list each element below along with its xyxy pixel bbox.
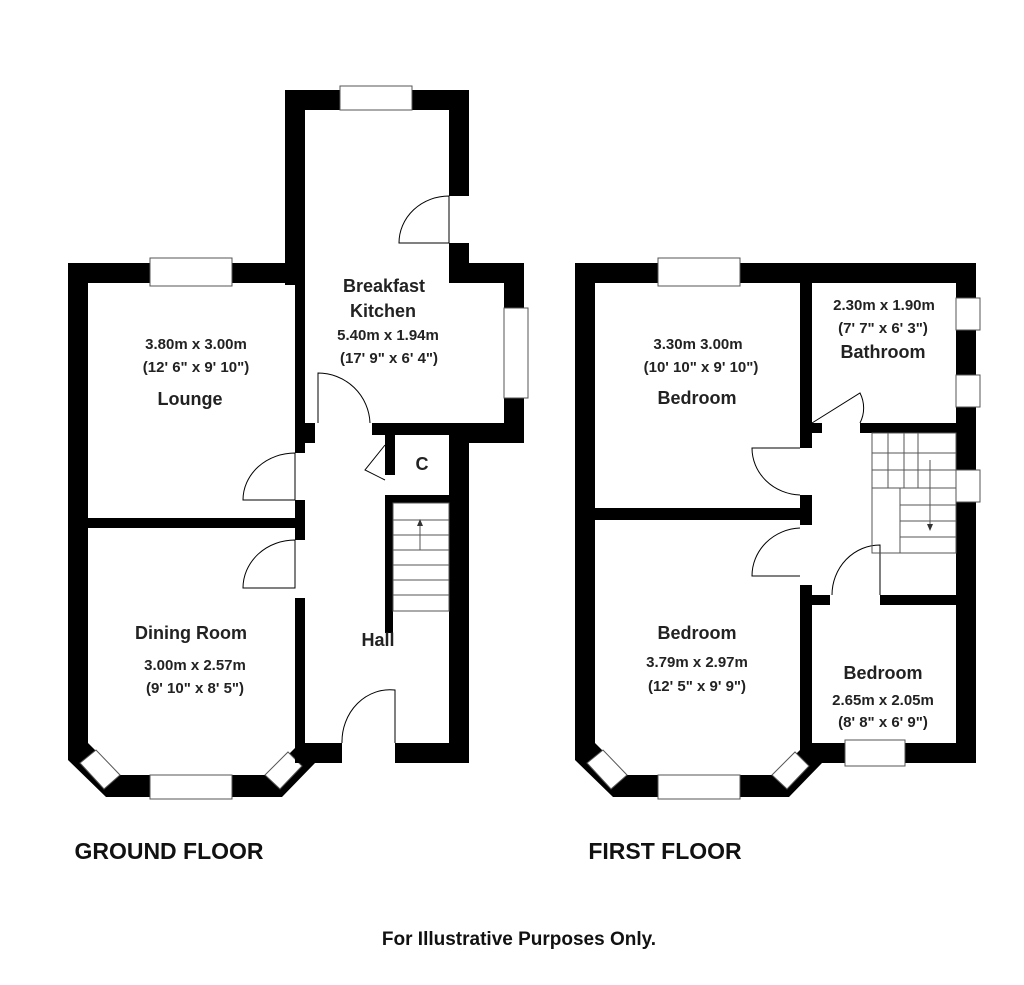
bedroom3-size-ft: (8' 8" x 6' 9") [838, 714, 928, 731]
ground-stairs [392, 502, 450, 612]
first-floor-title: FIRST FLOOR [588, 838, 742, 864]
bathroom-size-m: 2.30m x 1.90m [833, 297, 935, 314]
kitchen-size-ft: (17' 9" x 6' 4") [340, 350, 438, 367]
dining-size-ft: (9' 10" x 8' 5") [146, 680, 244, 697]
dining-name: Dining Room [135, 623, 247, 643]
front-door [341, 689, 396, 744]
wall [385, 495, 449, 503]
bedroom1-window [657, 257, 741, 287]
lounge-french-doors [149, 257, 233, 287]
bedroom2-size-m: 3.79m x 2.97m [646, 654, 748, 671]
bedroom3-door [831, 544, 881, 596]
bay-wall [575, 743, 822, 797]
lounge-door [242, 452, 296, 501]
wall [285, 90, 305, 285]
kitchen-name-line1: Breakfast [343, 276, 425, 296]
kitchen-size-m: 5.40m x 1.94m [337, 327, 439, 344]
wall [385, 503, 393, 633]
lounge-size-m: 3.80m x 3.00m [145, 336, 247, 353]
disclaimer-note: For Illustrative Purposes Only. [382, 929, 656, 950]
wall [860, 423, 956, 433]
wall [800, 283, 812, 448]
bedroom3-name: Bedroom [843, 663, 922, 683]
wall [295, 500, 305, 540]
lounge-name: Lounge [158, 389, 223, 409]
bedroom2-door [751, 527, 801, 577]
landing-window [955, 469, 981, 503]
wall [575, 263, 595, 753]
kitchen-window-side [503, 307, 529, 399]
bathroom-name: Bathroom [841, 342, 926, 362]
bathroom-door [811, 392, 865, 424]
bedroom2-size-ft: (12' 5" x 9' 9") [648, 678, 746, 695]
wall [956, 263, 976, 763]
bedroom1-size-ft: (10' 10" x 9' 10") [644, 359, 759, 376]
kitchen-door [317, 372, 371, 424]
wall [295, 598, 305, 763]
hall-name: Hall [361, 630, 394, 650]
wall [595, 508, 805, 520]
first-floor-plan [575, 257, 981, 800]
cupboard-name: C [416, 454, 429, 474]
wall [449, 90, 469, 196]
dining-bay-window-front [149, 774, 233, 800]
bedroom1-size-m: 3.30m 3.00m [653, 336, 742, 353]
ground-floor-title: GROUND FLOOR [74, 838, 263, 864]
bedroom3-window [844, 739, 906, 767]
bay-wall [68, 743, 315, 797]
bedroom2-bay-window-right [771, 751, 810, 790]
wall [372, 423, 469, 435]
kitchen-window-top [339, 85, 413, 111]
bedroom1-door [751, 447, 801, 496]
wall [88, 518, 298, 528]
ground-floor-plan [68, 85, 529, 800]
bedroom2-bay-window-front [657, 774, 741, 800]
wall [575, 263, 976, 283]
bedroom2-bay-window-left [586, 749, 628, 790]
dining-size-m: 3.00m x 2.57m [144, 657, 246, 674]
wall [800, 495, 812, 525]
wall [295, 443, 305, 453]
bedroom1-name: Bedroom [657, 388, 736, 408]
wall [295, 283, 305, 443]
kitchen-name-line2: Kitchen [350, 301, 416, 321]
cupboard-door [364, 444, 386, 481]
wall [812, 595, 830, 605]
first-stairs [871, 432, 957, 554]
bathroom-size-ft: (7' 7" x 6' 3") [838, 320, 928, 337]
wall [812, 423, 822, 433]
dining-bay-window-left [79, 749, 121, 790]
bedroom3-size-m: 2.65m x 2.05m [832, 692, 934, 709]
dining-bay-window-right [264, 751, 303, 790]
bathroom-window-2 [955, 374, 981, 408]
wall [395, 743, 469, 763]
wall [880, 595, 956, 605]
wall [385, 435, 395, 475]
wall [68, 263, 88, 753]
bathroom-window-1 [955, 297, 981, 331]
wall [800, 585, 812, 745]
dining-door [242, 539, 296, 589]
wall [449, 423, 469, 763]
bedroom2-name: Bedroom [657, 623, 736, 643]
lounge-size-ft: (12' 6" x 9' 10") [143, 359, 249, 376]
kitchen-side-door [398, 195, 450, 244]
